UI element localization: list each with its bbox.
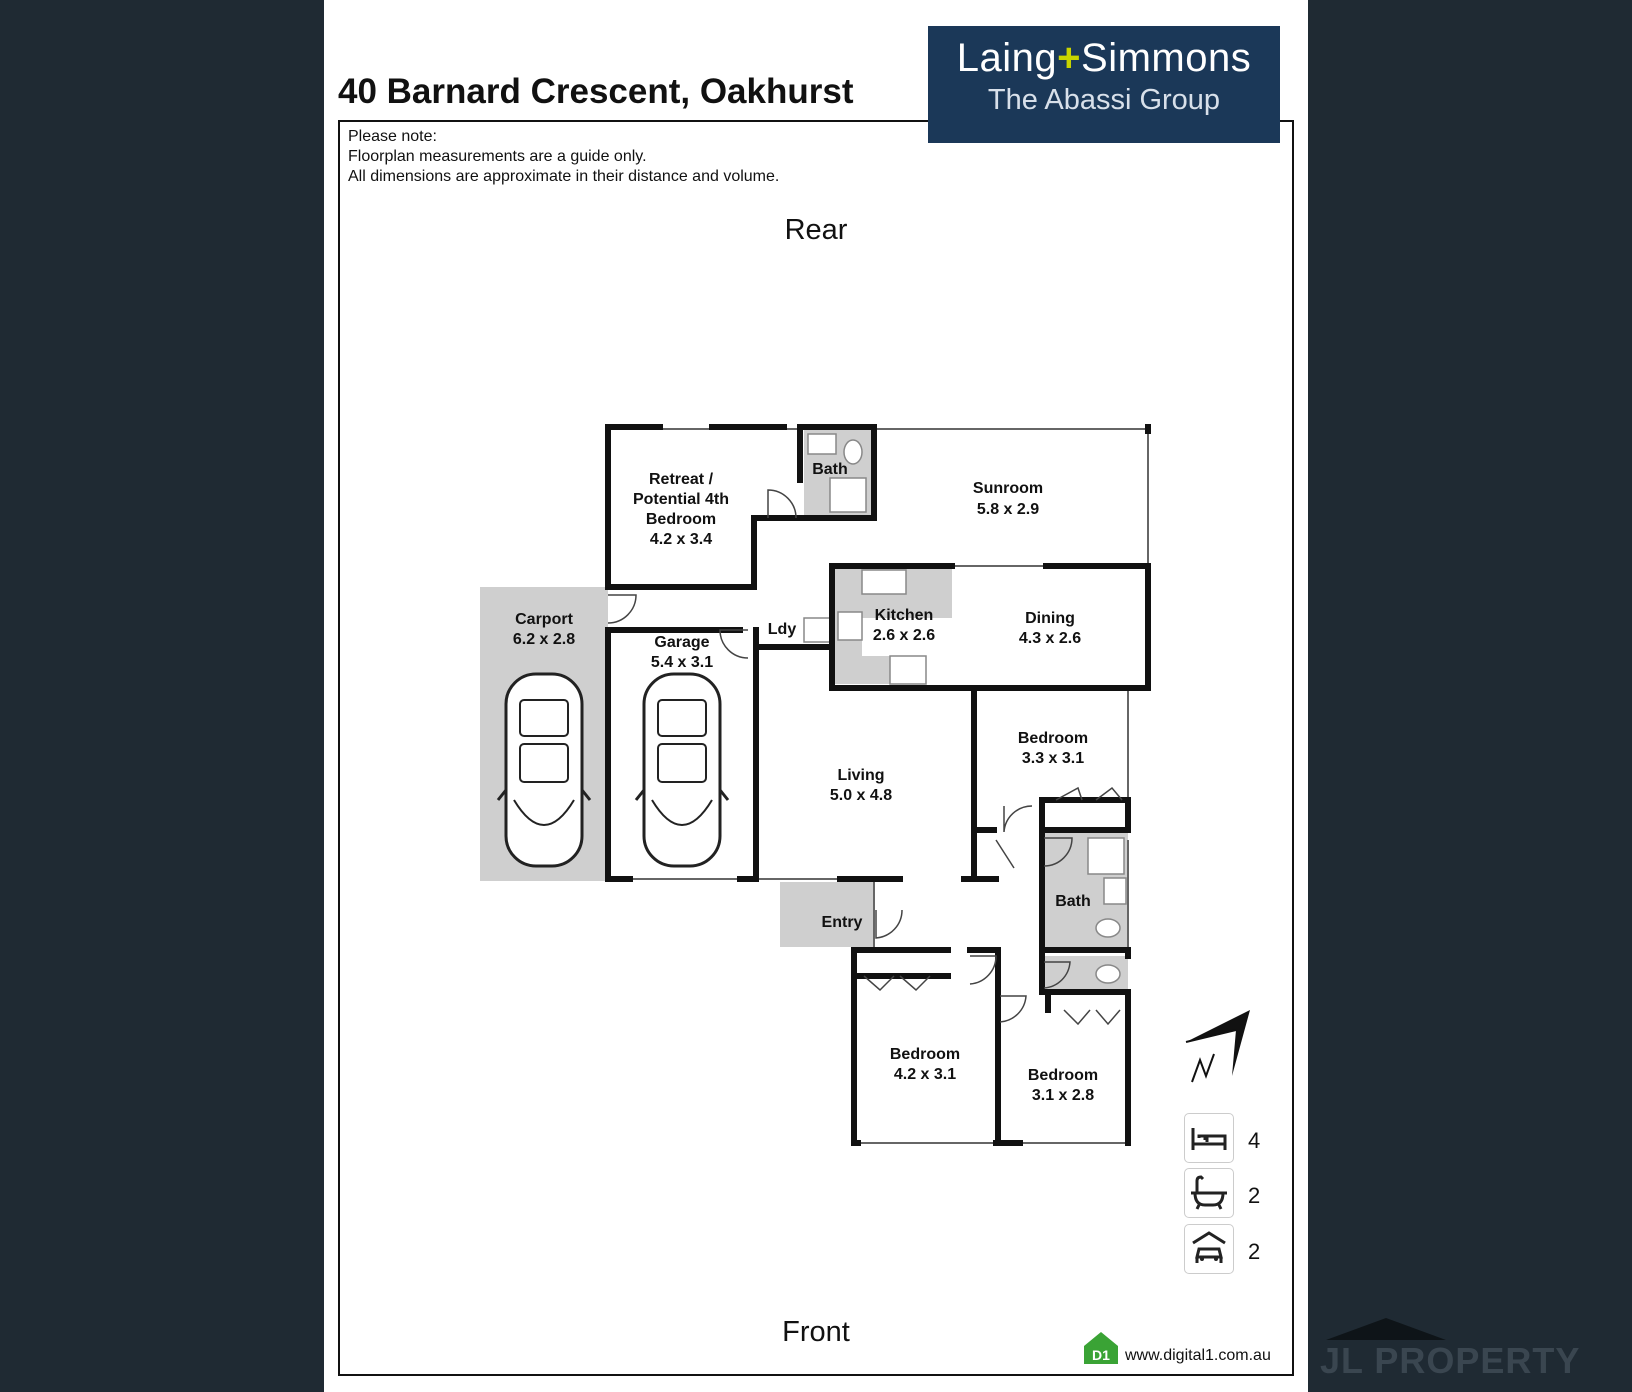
room-size-garage: 5.4 x 3.1	[651, 654, 713, 671]
room-name-bath-lower: Bath	[1055, 893, 1091, 910]
room-size-retreat: 4.2 x 3.4	[650, 531, 712, 548]
room-name-bedroom-c: Bedroom	[1028, 1067, 1098, 1084]
north-arrow-icon	[1185, 1010, 1250, 1083]
floorplan-frame	[338, 120, 1294, 1376]
room-size-bedroom-b: 4.2 x 3.1	[894, 1066, 956, 1083]
rear-label: Rear	[784, 214, 848, 246]
room-name-bath-upper: Bath	[812, 461, 848, 478]
property-address: 40 Barnard Crescent, Oakhurst	[338, 72, 854, 111]
note-line: All dimensions are approximate in their …	[348, 168, 780, 185]
room-size-bedroom-c: 3.1 x 2.8	[1032, 1087, 1094, 1104]
room-name-dining: Dining	[1025, 610, 1075, 627]
retreat-line-2: Potential 4th	[633, 491, 729, 508]
note-line: Please note:	[348, 128, 437, 145]
car-icon	[634, 672, 730, 868]
walls	[605, 424, 1151, 1146]
jl-property-text: JL PROPERTY	[1320, 1340, 1581, 1381]
brand-left: Laing	[956, 36, 1058, 80]
parking-stat	[1184, 1224, 1234, 1274]
room-size-dining: 4.3 x 2.6	[1019, 630, 1081, 647]
bedrooms-count: 4	[1248, 1128, 1261, 1153]
wardrobe-doors	[863, 786, 1123, 1026]
d1-logo: D1	[1084, 1332, 1118, 1364]
room-name-living: Living	[837, 767, 884, 784]
room-name-laundry: Ldy	[768, 621, 797, 638]
bed-icon	[1191, 1128, 1227, 1150]
agency-subtitle: The Abassi Group	[987, 84, 1221, 116]
bedrooms-stat	[1184, 1113, 1234, 1163]
website-link[interactable]: www.digital1.com.au	[1125, 1347, 1271, 1364]
kitchen-bench-area	[834, 566, 952, 684]
note-line: Floorplan measurements are a guide only.	[348, 148, 647, 165]
parking-count: 2	[1248, 1239, 1261, 1264]
agency-logo: Laing+Simmons The Abassi Group	[928, 26, 1280, 143]
brand-plus: +	[1057, 36, 1082, 80]
disclaimer-note: Please note: Floorplan measurements are …	[348, 127, 779, 187]
agency-brand: Laing+Simmons	[928, 36, 1280, 81]
room-name-garage: Garage	[654, 634, 709, 651]
room-name-entry: Entry	[822, 914, 863, 931]
car-icon	[496, 672, 592, 868]
room-name-bedroom-a: Bedroom	[1018, 730, 1088, 747]
retreat-line-3: Bedroom	[646, 511, 716, 528]
bathrooms-stat	[1184, 1168, 1234, 1218]
entry-area	[780, 882, 874, 947]
room-size-carport: 6.2 x 2.8	[513, 631, 575, 648]
jl-property-watermark: JL PROPERTY	[1320, 1316, 1632, 1392]
retreat-line-1: Retreat /	[649, 471, 714, 488]
brand-right: Simmons	[1081, 36, 1252, 80]
room-name-kitchen: Kitchen	[875, 607, 934, 624]
room-size-bedroom-a: 3.3 x 3.1	[1022, 750, 1084, 767]
room-size-living: 5.0 x 4.8	[830, 787, 892, 804]
bathrooms-count: 2	[1248, 1183, 1261, 1208]
bath-icon	[1191, 1175, 1227, 1210]
room-name-carport: Carport	[515, 611, 573, 628]
room-name-bedroom-b: Bedroom	[890, 1046, 960, 1063]
room-name-sunroom: Sunroom	[973, 480, 1043, 497]
car-icon	[1192, 1231, 1226, 1263]
roof-icon	[1326, 1318, 1446, 1340]
room-size-kitchen: 2.6 x 2.6	[873, 627, 935, 644]
front-label: Front	[782, 1316, 850, 1348]
door-swings	[607, 489, 1073, 1023]
d1-logo-text: D1	[1092, 1347, 1110, 1363]
room-size-sunroom: 5.8 x 2.9	[977, 501, 1039, 518]
